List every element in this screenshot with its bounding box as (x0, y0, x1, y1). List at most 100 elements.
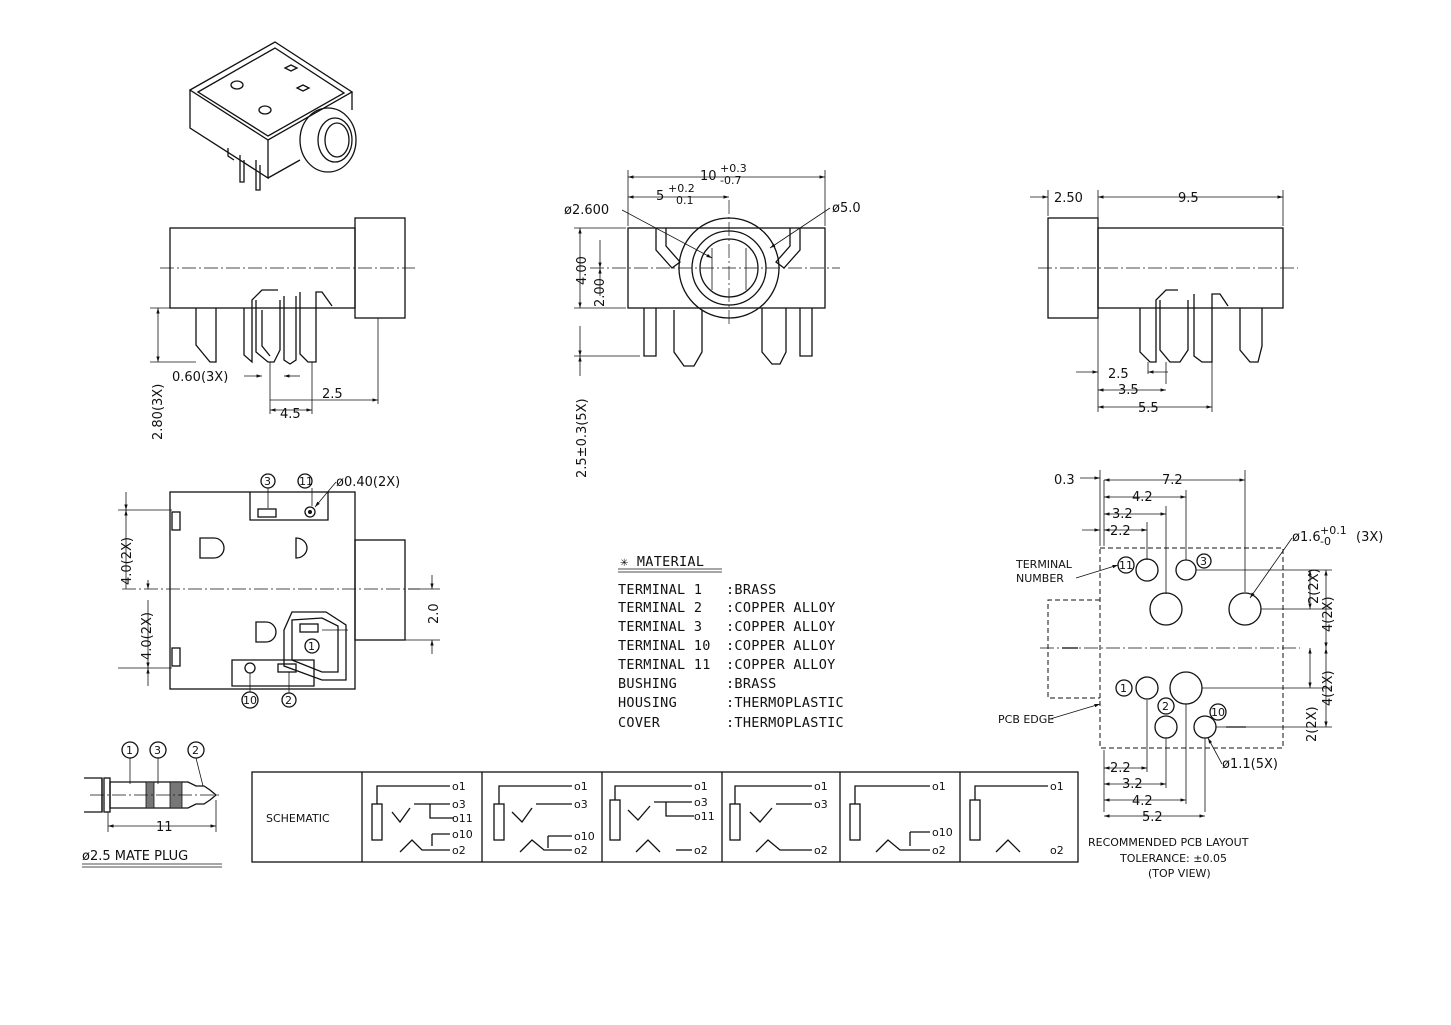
plug-contact-3: 3 (154, 744, 161, 757)
dim-half-tol-plus: +0.2 (668, 182, 695, 195)
pcb-t2: 2 (1162, 700, 1169, 713)
pcb-dim-4-2x-b: 4(2X) (1321, 670, 1336, 706)
schem-c1-t3: o3 (452, 798, 466, 811)
pcb-hole-big-3 (1169, 671, 1203, 705)
mate-plug: 1 3 2 11 ø2.5 MATE PLUG (82, 741, 222, 868)
pcb-hole-2 (1154, 715, 1178, 739)
schem-c1-t1: o1 (452, 780, 466, 793)
material-part-3: TERMINAL 3 (618, 619, 702, 635)
material-table: ✳ MATERIAL TERMINAL 1 :BRASS TERMINAL 2 … (618, 554, 844, 731)
schem-c3-t11: o11 (694, 810, 715, 823)
pcb-dim-b-5-2: 5.2 (1142, 810, 1163, 825)
schematic-cell-2: o1 o3 o10 o2 (493, 780, 595, 857)
dim-width-tol-minus: -0.7 (720, 174, 741, 187)
pcb-dim-b-2-2: 2.2 (1110, 761, 1131, 776)
material-value-5: :COPPER ALLOY (726, 657, 836, 673)
schem-c1-t2: o2 (452, 844, 466, 857)
dim-4-0-bottom: 4.0(2X) (140, 612, 155, 660)
pcb-terminal-number-2: NUMBER (1016, 572, 1064, 585)
dim-5-5: 5.5 (1138, 401, 1159, 416)
pcb-layout: 11 3 1 2 10 0.3 7.2 4.2 3.2 2.2 ø1.6 +0.… (998, 470, 1383, 880)
schem-c2-t10: o10 (574, 830, 595, 843)
schematic-cell-4: o1 o3 o2 (729, 780, 828, 857)
plug-label: ø2.5 MATE PLUG (82, 849, 188, 864)
dim-pin-length-5x: 2.5±0.3(5X) (575, 398, 590, 478)
pcb-hole-10 (1193, 715, 1217, 739)
material-part-2: TERMINAL 2 (618, 600, 702, 616)
material-value-4: :COPPER ALLOY (726, 638, 836, 654)
pcb-caption-2: TOLERANCE: ±0.05 (1119, 852, 1227, 865)
plug-contact-2: 2 (192, 744, 199, 757)
pcb-caption-3: (TOP VIEW) (1148, 867, 1211, 880)
side-view-left: 2.80(3X) 0.60(3X) 2.5 4.5 (150, 217, 415, 440)
dim-2-5-right: 2.5 (1108, 367, 1129, 382)
schem-c1-t11: o11 (452, 812, 473, 825)
material-value-3: :COPPER ALLOY (726, 619, 836, 635)
pcb-terminal-number-1: TERMINAL (1015, 558, 1073, 571)
dim-3-5: 3.5 (1118, 383, 1139, 398)
terminal-1-label: 1 (308, 640, 315, 653)
pcb-hole-big-2 (1228, 592, 1262, 626)
front-view: 10 +0.3 -0.7 5 +0.2 0.1 ø2.600 ø5.0 4.00… (564, 162, 861, 478)
schematic-label: SCHEMATIC (266, 812, 330, 825)
pcb-dim-2-2x-a: 2(2X) (1307, 568, 1322, 604)
dim-half-tol-minus: 0.1 (676, 194, 694, 207)
pcb-t11: 11 (1119, 559, 1133, 572)
material-part-8: COVER (618, 715, 661, 731)
dim-4-5: 4.5 (280, 407, 301, 422)
pcb-dim-hole-big: ø1.6 (1292, 530, 1321, 545)
material-value-2: :COPPER ALLOY (726, 600, 836, 616)
schematic-cell-5: o1 o10 o2 (849, 780, 953, 857)
plug-length: 11 (156, 820, 173, 835)
schematic-cell-3: o1 o3 o11 o2 (609, 780, 715, 857)
terminal-10-label: 10 (243, 694, 257, 707)
schem-c6-t2: o2 (1050, 844, 1064, 857)
dim-half: 5 (656, 189, 664, 204)
schem-c3-t3: o3 (694, 796, 708, 809)
pcb-dim-hole-small: ø1.1(5X) (1222, 757, 1278, 772)
dim-center: 2.00 (593, 278, 608, 307)
pcb-hole-1 (1135, 676, 1159, 700)
schematic-cell-6: o1 o2 (969, 780, 1064, 857)
pcb-dim-hole-big-count: (3X) (1356, 530, 1383, 545)
material-part-1: TERMINAL 1 (618, 582, 702, 598)
material-part-5: TERMINAL 11 (618, 657, 711, 673)
dim-bore: ø2.600 (564, 203, 609, 218)
pcb-edge-label: PCB EDGE (998, 713, 1054, 726)
pcb-dim-7-2: 7.2 (1162, 473, 1183, 488)
dim-2-50: 2.50 (1054, 191, 1083, 206)
top-view: 3 11 ø0.40(2X) 1 10 2 4.0(2X) 4.0(2X) 2.… (118, 473, 442, 709)
material-part-4: TERMINAL 10 (618, 638, 711, 654)
pcb-dim-0-3: 0.3 (1054, 473, 1075, 488)
material-part-7: HOUSING (618, 695, 677, 711)
isometric-view (188, 41, 357, 191)
dim-pin-width: 0.60(3X) (172, 370, 228, 385)
pcb-t10: 10 (1211, 706, 1225, 719)
material-part-6: BUSHING (618, 676, 677, 692)
schem-c5-t1: o1 (932, 780, 946, 793)
pcb-dim-hole-big-tol-plus: +0.1 (1320, 524, 1347, 537)
dim-9-5: 9.5 (1178, 191, 1199, 206)
pcb-dim-hole-big-tol-minus: -0 (1320, 535, 1331, 548)
pcb-hole-11 (1135, 558, 1159, 582)
pcb-dim-3-2: 3.2 (1112, 507, 1133, 522)
material-title: ✳ MATERIAL (620, 554, 704, 570)
dim-width-tol-plus: +0.3 (720, 162, 747, 175)
schem-c3-t1: o1 (694, 780, 708, 793)
pcb-dim-2-2: 2.2 (1110, 524, 1131, 539)
schematic-cell-1: o1 o3 o11 o10 o2 (371, 780, 473, 857)
schem-c6-t1: o1 (1050, 780, 1064, 793)
pcb-dim-4-2x-a: 4(2X) (1321, 596, 1336, 632)
schem-c1-t10: o10 (452, 828, 473, 841)
side-view-right: 2.50 9.5 2.5 3.5 5.5 (1030, 190, 1298, 416)
dim-2-0: 2.0 (427, 603, 442, 624)
schematic-table: SCHEMATIC o1 o3 o11 o10 o2 o1 (251, 771, 1079, 863)
schem-c4-t2: o2 (814, 844, 828, 857)
pcb-hole-big-1 (1149, 592, 1183, 626)
schem-c5-t10: o10 (932, 826, 953, 839)
terminal-11-label: 11 (299, 475, 313, 488)
pcb-dim-b-3-2: 3.2 (1122, 777, 1143, 792)
schem-c2-t2: o2 (574, 844, 588, 857)
dim-4-0-top: 4.0(2X) (120, 537, 135, 585)
